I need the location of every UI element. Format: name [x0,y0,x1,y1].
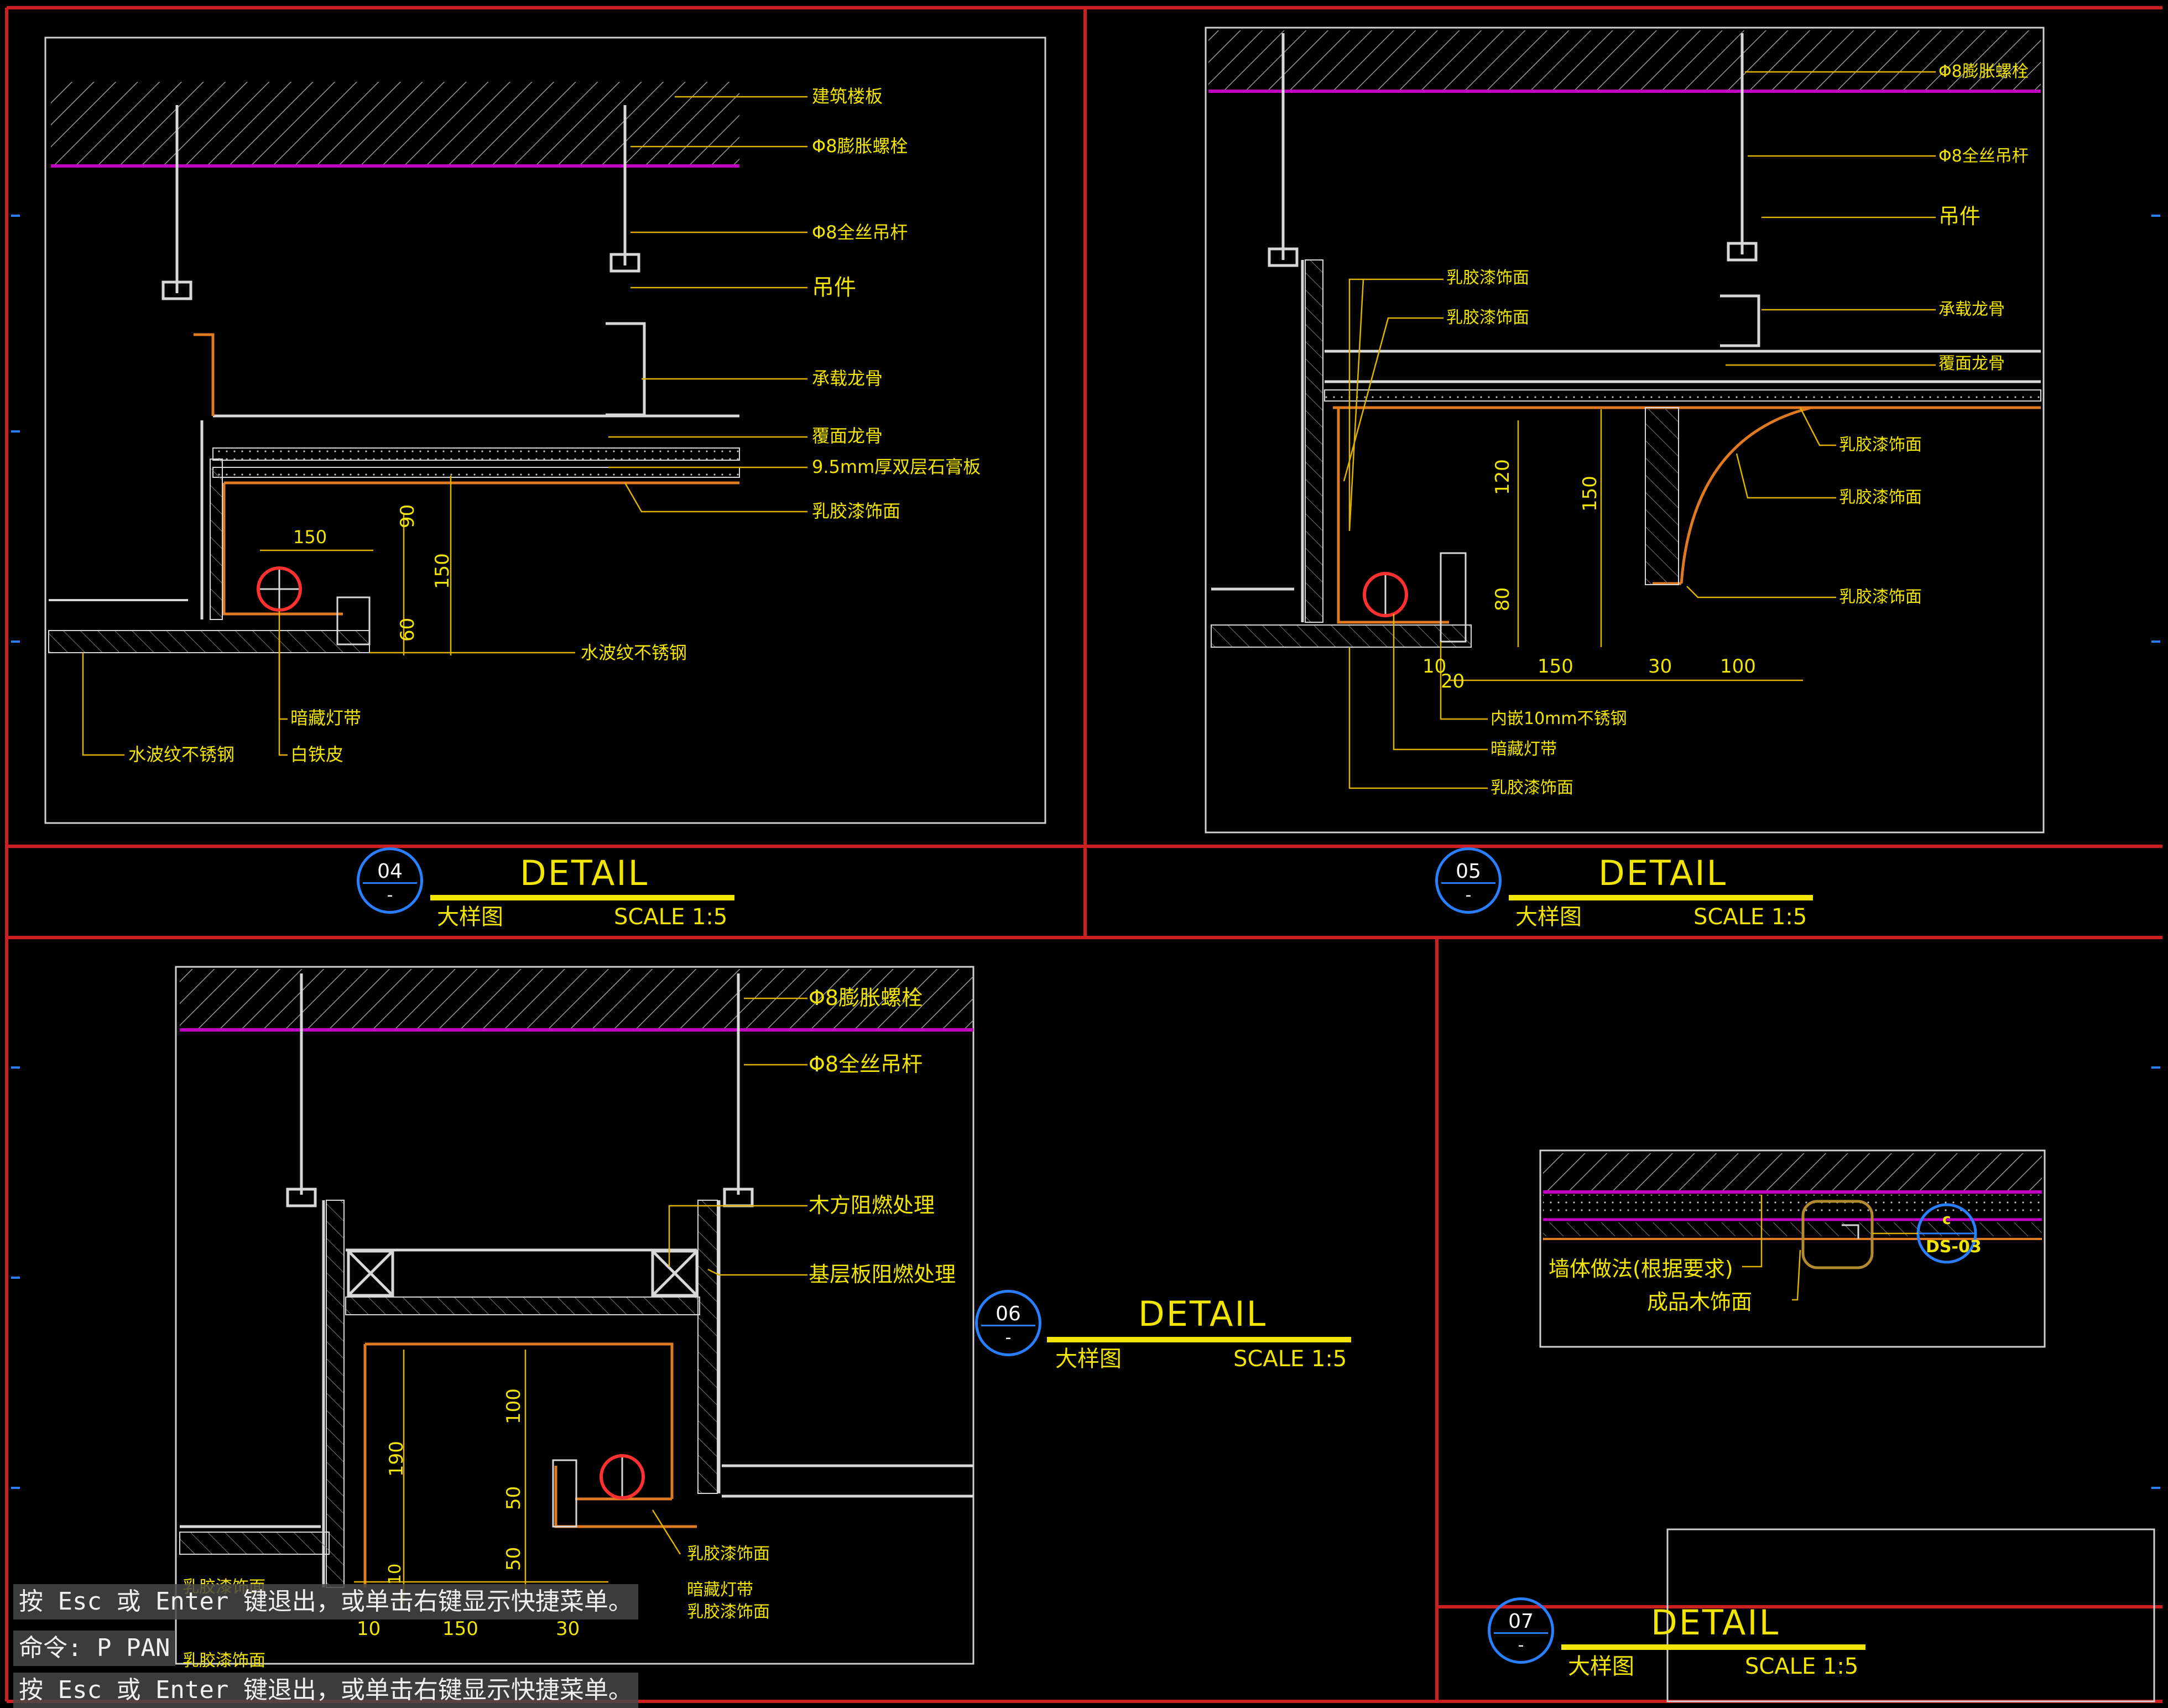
d05-label-6: 覆面龙骨 [1938,354,2005,373]
d06-label-1: Φ8全丝吊杆 [809,1052,923,1076]
d05-label-4: 乳胶漆饰面 [1446,308,1529,327]
d05-label-9: 乳胶漆饰面 [1839,587,1922,607]
d04-dim-3: 60 [397,617,419,642]
detail-number: 04 [377,860,403,883]
d04-label-9: 暗藏灯带 [290,707,362,728]
detail-subtitle: 大样图 [437,904,503,930]
d05-label-7: 乳胶漆饰面 [1839,435,1922,455]
d06-dim-6: 150 [442,1618,478,1640]
d07-callout-top: c [1942,1211,1951,1228]
d06-dim-4: 10 [385,1563,405,1585]
d06-dim-5: 10 [357,1618,381,1640]
bubble-divider [363,882,417,884]
d05-label-11: 暗藏灯带 [1490,740,1557,759]
command-prompt-line-1: 按 Esc 或 Enter 键退出，或单击右键显示快捷菜单。 [13,1584,638,1620]
d05-dim-0: 120 [1492,459,1514,495]
detail-sub-number: - [387,886,393,905]
d06-dim-2: 50 [503,1486,525,1510]
d06-label-8: 乳胶漆饰面 [183,1651,265,1670]
d07-label-1: 成品木饰面 [1647,1290,1753,1314]
d06-label-3: 基层板阻燃处理 [809,1262,956,1287]
d04-label-8: 水波纹不锈钢 [581,642,687,663]
detail-title: DETAIL [1598,853,1728,893]
detail-scale: SCALE 1:5 [1693,904,1807,930]
d05-label-2: 吊件 [1938,204,1981,228]
detail-scale: SCALE 1:5 [1745,1654,1859,1679]
detail-title: DETAIL [1651,1602,1780,1643]
d04-label-6: 9.5mm厚双层石膏板 [812,456,981,477]
d06-dim-0: 190 [385,1441,408,1477]
d05-dim-7: 100 [1720,655,1756,678]
detail-subtitle: 大样图 [1515,904,1582,930]
detail-number: 07 [1508,1610,1534,1633]
d05-dim-1: 150 [1579,476,1601,512]
detail-scale: SCALE 1:5 [614,904,728,930]
d06-dim-7: 30 [556,1618,580,1640]
d05-dim-6: 30 [1648,655,1672,678]
d04-label-0: 建筑楼板 [812,86,883,107]
d05-label-10: 内嵌10mm不锈钢 [1490,709,1627,728]
d07-callout-bottom: DS-03 [1926,1237,1982,1257]
d04-label-7: 乳胶漆饰面 [812,501,901,522]
detail-title: DETAIL [520,853,649,893]
bubble-divider [981,1325,1035,1326]
command-prompt-line-2: 按 Esc 或 Enter 键退出，或单击右键显示快捷菜单。 [13,1673,638,1708]
detail-sub-number: - [1465,886,1472,905]
detail-subtitle: 大样图 [1568,1654,1634,1679]
detail-number: 05 [1456,860,1481,883]
command-input-line[interactable]: 命令: P PAN [13,1631,176,1666]
detail-number: 06 [996,1303,1021,1325]
d04-label-5: 覆面龙骨 [812,425,883,446]
bubble-divider [1494,1632,1548,1634]
d05-label-5: 承载龙骨 [1938,300,2005,319]
bubble-divider [1441,882,1495,884]
d04-label-1: Φ8膨胀螺栓 [812,136,908,157]
d06-dim-1: 100 [503,1388,525,1424]
d07-label-0: 墙体做法(根据要求) [1549,1257,1733,1281]
d05-label-3: 乳胶漆饰面 [1446,268,1529,288]
d05-label-0: Φ8膨胀螺栓 [1938,62,2029,81]
d04-label-4: 承载龙骨 [812,368,883,389]
d06-label-2: 木方阻燃处理 [809,1193,935,1217]
d04-label-10: 白铁皮 [290,744,344,765]
d05-dim-2: 80 [1492,587,1514,611]
detail-scale: SCALE 1:5 [1233,1346,1347,1372]
detail-bubble-06[interactable]: 06 - [975,1290,1041,1356]
d05-label-12: 乳胶漆饰面 [1490,778,1573,798]
detail-bubble-04[interactable]: 04 - [357,847,423,914]
detail-sub-number: - [1518,1636,1524,1655]
d05-dim-5: 150 [1538,655,1573,678]
detail-sub-number: - [1005,1328,1012,1347]
d05-label-1: Φ8全丝吊杆 [1938,147,2029,166]
d05-label-8: 乳胶漆饰面 [1839,488,1922,507]
detail-subtitle: 大样图 [1055,1346,1122,1372]
detail-title: DETAIL [1138,1294,1268,1334]
d04-dim-0: 150 [293,527,327,548]
d06-label-5: 暗藏灯带 [687,1580,753,1600]
d04-label-11: 水波纹不锈钢 [128,744,235,765]
d05-dim-3: 10 [1422,655,1447,678]
d04-dim-2: 150 [431,553,454,589]
detail-bubble-07[interactable]: 07 - [1488,1597,1554,1664]
d04-label-2: Φ8全丝吊杆 [812,222,908,243]
d06-label-6: 乳胶漆饰面 [687,1602,770,1622]
d06-dim-3: 50 [503,1546,525,1571]
d05-dim-4: 20 [1441,670,1465,692]
detail-bubble-05[interactable]: 05 - [1435,847,1502,914]
d04-dim-1: 90 [397,504,419,528]
d06-label-4: 乳胶漆饰面 [687,1544,770,1564]
d06-label-0: Φ8膨胀螺栓 [809,986,923,1010]
d04-label-3: 吊件 [812,275,856,300]
